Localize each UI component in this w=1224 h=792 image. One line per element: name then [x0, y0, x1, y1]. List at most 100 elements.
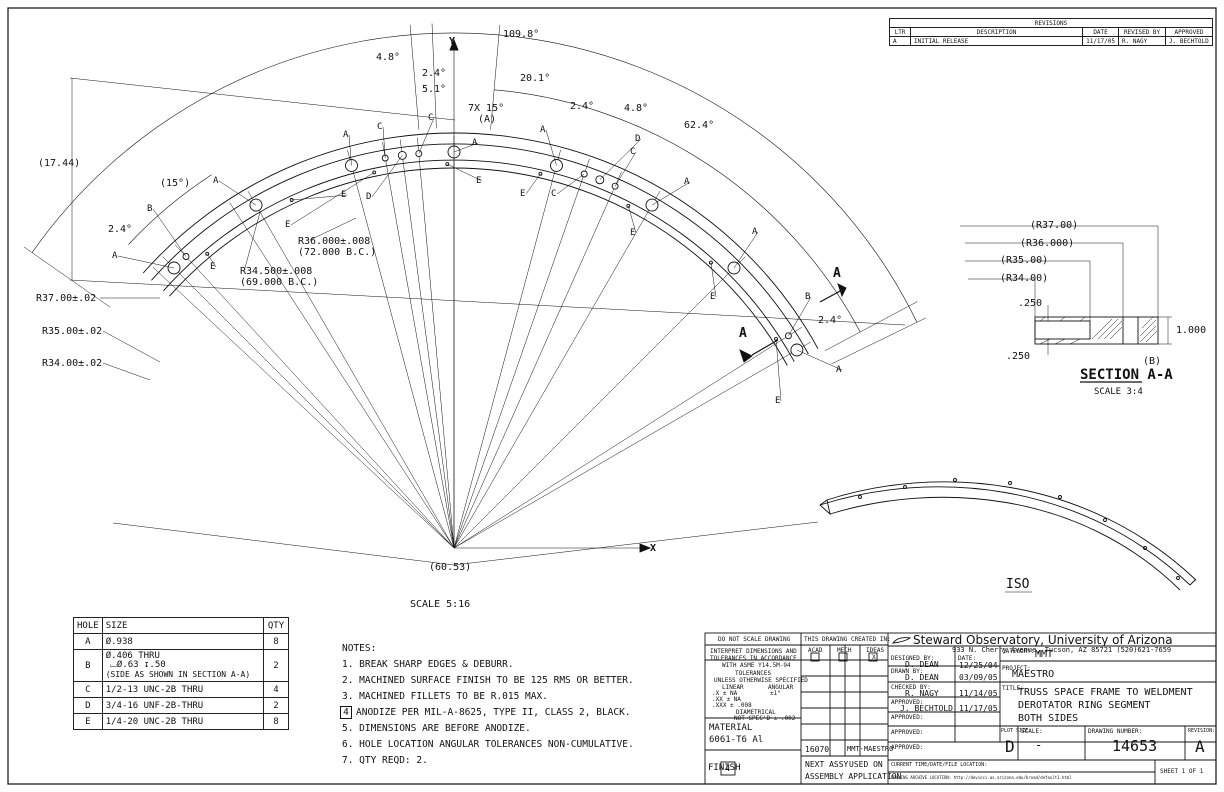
- dimension-arc-62: [494, 89, 861, 333]
- approved-label-4: APPROVED:: [891, 744, 924, 751]
- hole-size: Ø.938: [101, 633, 265, 650]
- inner-edge-arc: [169, 167, 788, 366]
- material-value: 6061-T6 Al: [709, 735, 764, 745]
- material-label: MATERIAL: [709, 723, 753, 733]
- hole-callout-a: A: [213, 176, 219, 186]
- hole-callout-a: A: [684, 177, 690, 187]
- note-1: 1. BREAK SHARP EDGES & DEBURR.: [342, 659, 514, 670]
- dim-r34-5-bc: (69.000 B.C.): [240, 277, 319, 288]
- hole-callout-e: E: [775, 396, 781, 406]
- hole-size-line-2: ⌴Ø.63 ↧.50: [109, 660, 166, 670]
- table-row: A INITIAL RELEASE 11/17/05 R. NAGY J. BE…: [889, 36, 1213, 46]
- dim-5-1: 5.1°: [422, 84, 447, 95]
- callout-leader: [788, 296, 812, 336]
- hole-callout-e: E: [285, 220, 291, 230]
- notes-title: NOTES:: [342, 643, 377, 654]
- used-on-label: USED ON: [849, 760, 883, 769]
- rev-header-revised: REVISED BY: [1118, 27, 1166, 37]
- section-r36: (R36.000): [1020, 238, 1075, 249]
- title-block-lines: [704, 632, 1217, 785]
- designed-date: 12/25/04: [959, 661, 998, 670]
- section-r34: (R34.00): [1000, 273, 1049, 284]
- title-label: TITLE:: [1002, 685, 1024, 692]
- section-title: SECTION A-A: [1080, 367, 1173, 383]
- y-axis-label: Y: [449, 36, 456, 47]
- dim-r36-bc: (72.000 B.C.): [298, 247, 377, 258]
- interpret-2: TOLERANCES IN ACCORDANCE: [710, 655, 797, 662]
- callout-leader: [556, 173, 585, 195]
- hole-callout-a: A: [472, 138, 478, 148]
- revisions-table: REVISIONS LTR DESCRIPTION DATE REVISED B…: [889, 18, 1213, 46]
- hole-callout-e: E: [341, 190, 347, 200]
- r34-leader: [102, 362, 151, 381]
- dim-17-44: (17.44): [38, 158, 81, 169]
- hole-callout-b: B: [147, 204, 153, 214]
- hole-qty: 2: [263, 697, 289, 714]
- hole-qty: 2: [263, 649, 289, 682]
- drawn-by: D. DEAN: [905, 673, 939, 682]
- dim-r37: R37.00±.02: [36, 293, 97, 304]
- tol-ang: ±1°: [770, 690, 781, 697]
- inner-step-arc: [163, 159, 795, 362]
- rev-header-ltr: LTR: [889, 27, 911, 37]
- hole-callout-c: C: [551, 189, 557, 199]
- holes-group: [167, 145, 804, 357]
- hole-size-line-3: (SIDE AS SHOWN IN SECTION A-A): [105, 670, 251, 679]
- hole-callout-e: E: [710, 292, 716, 302]
- current-time-label: CURRENT TIME/DATE/FILE LOCATION:: [891, 762, 988, 768]
- callout-leader: [614, 151, 637, 187]
- note-4-text: ANODIZE PER MIL-A-8625, TYPE II, CLASS 2…: [356, 707, 631, 718]
- radial-line: [152, 266, 455, 549]
- section-marker-upper: A: [833, 266, 841, 281]
- radial-line: [247, 191, 455, 549]
- callout-leader: [206, 253, 217, 268]
- rev-desc: INITIAL RELEASE: [909, 36, 1084, 46]
- rev-approved-by: J. BECHTOLD: [1165, 36, 1213, 46]
- callout-leader: [382, 126, 386, 159]
- y-axis-arrow: [449, 38, 459, 51]
- hole-qty: 8: [263, 713, 289, 730]
- checked-by: R. NAGY: [905, 689, 939, 698]
- qty-header: QTY: [263, 617, 289, 634]
- section-r35: (R35.00): [1000, 255, 1049, 266]
- radial-line: [399, 139, 455, 549]
- radial-line: [453, 341, 811, 549]
- archive-label: DRAWING ARCHIVE LOCATION: http://devinci…: [891, 775, 1072, 780]
- drawn-by-label: DRAWN BY:: [891, 668, 924, 675]
- callout-leader: [775, 338, 782, 402]
- tol-xx: .XX ± NA: [712, 696, 741, 703]
- radial-line: [347, 149, 455, 549]
- iso-view: [819, 478, 1197, 593]
- note-5: 5. DIMENSIONS ARE BEFORE ANODIZE.: [342, 723, 531, 734]
- table-row: D 3/4-16 UNF-2B-THRU 2: [73, 697, 289, 714]
- next-assy-label: NEXT ASSY: [805, 760, 849, 769]
- organization-address: 933 N. Cherry Avenue, Tucson, AZ 85721 (…: [952, 646, 1172, 654]
- dim-4-8-right: 4.8°: [624, 103, 649, 114]
- title-line-3: BOTH SIDES: [1018, 713, 1079, 724]
- hole-callout-c: C: [630, 147, 636, 157]
- rev-date: 11/17/05: [1082, 36, 1119, 46]
- hole-callout-a: A: [752, 227, 758, 237]
- rev-header-approved: APPROVED: [1165, 27, 1213, 37]
- callout-leader: [453, 142, 479, 153]
- hole-letter: A: [73, 633, 103, 650]
- ideas-label: IDEAS: [866, 647, 885, 654]
- hole-callout-d: D: [366, 192, 372, 202]
- hole-size: 1/2-13 UNC-2B THRU: [101, 681, 265, 698]
- dim-15: (15°): [160, 178, 191, 189]
- outer-edge-arc: [142, 132, 819, 349]
- dim-chord: (60.53): [429, 562, 472, 573]
- revision-label: REVISION:: [1188, 728, 1216, 734]
- radial-line: [453, 326, 803, 549]
- used-on-value: MMT-MAESTRO: [847, 745, 894, 753]
- callout-leader: [290, 172, 375, 226]
- dim-109-8: 109.8°: [503, 29, 540, 40]
- hole-callout-e: E: [520, 189, 526, 199]
- revisions-title: REVISIONS: [889, 18, 1213, 28]
- r36-leader: [309, 217, 357, 241]
- cut-arrow-upper: [837, 283, 847, 298]
- next-assy-number: 16070: [805, 745, 830, 754]
- designed-by-label: DESIGNED BY:: [891, 655, 935, 662]
- r35-leader: [102, 330, 161, 363]
- hole-callout-c: C: [377, 122, 383, 132]
